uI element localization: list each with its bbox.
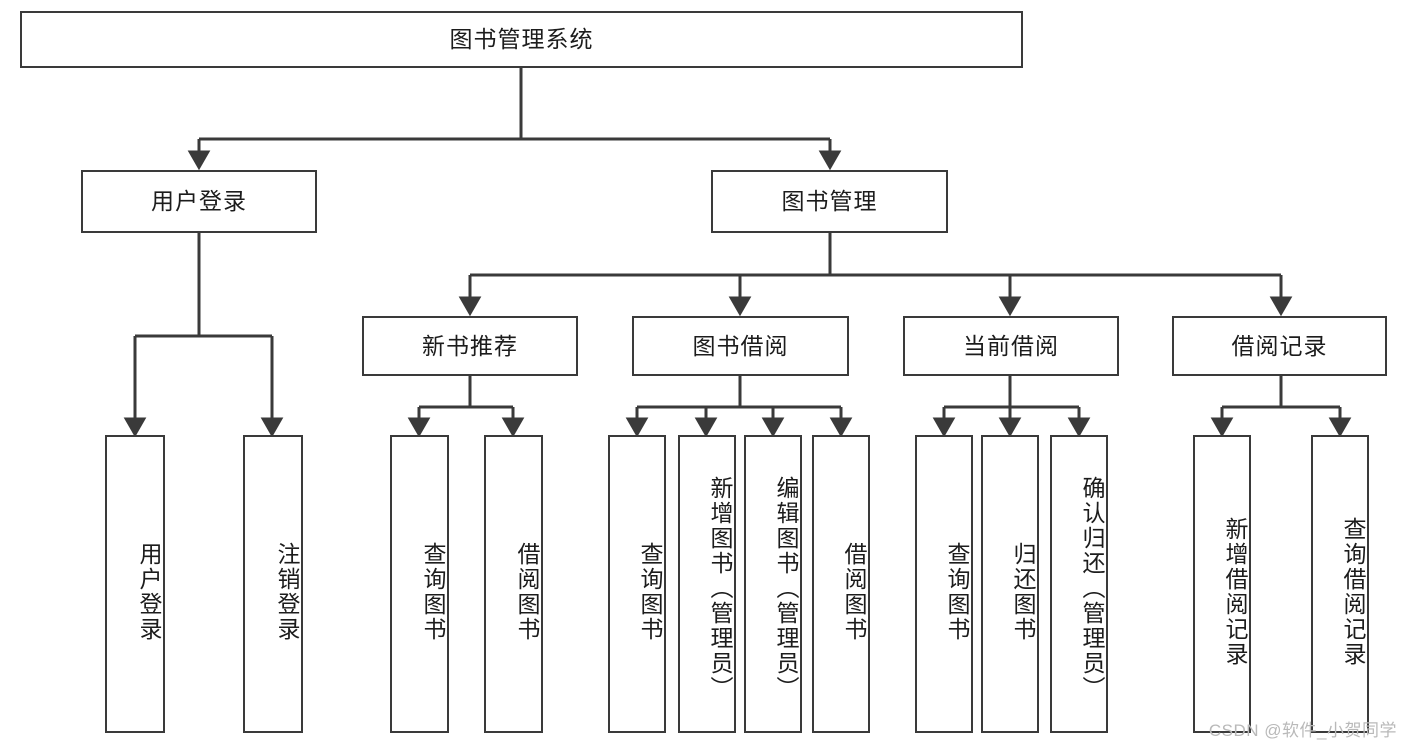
leaf-recommend-borrow-book[interactable]: 借阅图书 [484,435,543,733]
node-label: 借阅图书 [841,542,867,642]
leaf-current-confirm-return-admin[interactable]: 确认归还（管理员） [1050,435,1108,733]
node-label: 注销登录 [274,542,300,642]
node-label: 借阅图书 [514,542,540,642]
node-borrow-record[interactable]: 借阅记录 [1172,316,1387,376]
leaf-borrow-borrow-book[interactable]: 借阅图书 [812,435,870,733]
leaf-user-login-logout[interactable]: 注销登录 [243,435,303,733]
node-book-borrow[interactable]: 图书借阅 [632,316,849,376]
leaf-borrow-edit-book-admin[interactable]: 编辑图书（管理员） [744,435,802,733]
watermark: CSDN @软件_小贺同学 [1208,721,1397,740]
node-label: 编辑图书（管理员） [773,475,799,701]
leaf-user-login-login[interactable]: 用户登录 [105,435,165,733]
node-label: 查询借阅记录 [1340,517,1366,667]
node-label: 图书管理 [781,188,878,215]
node-label: 图书借阅 [692,332,789,359]
leaf-borrow-add-book-admin[interactable]: 新增图书（管理员） [678,435,736,733]
node-root-book-management-system[interactable]: 图书管理系统 [20,11,1023,68]
node-current-borrow[interactable]: 当前借阅 [903,316,1119,376]
node-label: 归还图书 [1010,542,1036,642]
node-label: 用户登录 [136,542,162,642]
node-label: 查询图书 [637,542,663,642]
node-label: 新书推荐 [422,332,518,359]
node-new-book-recommend[interactable]: 新书推荐 [362,316,578,376]
leaf-current-return-book[interactable]: 归还图书 [981,435,1039,733]
node-label: 新增图书（管理员） [707,475,733,701]
node-label: 图书管理系统 [449,26,594,53]
leaf-record-query-record[interactable]: 查询借阅记录 [1311,435,1369,733]
leaf-current-query-book[interactable]: 查询图书 [915,435,973,733]
node-book-management[interactable]: 图书管理 [711,170,948,233]
node-user-login[interactable]: 用户登录 [81,170,317,233]
node-label: 当前借阅 [963,332,1059,359]
node-label: 确认归还（管理员） [1079,475,1105,701]
leaf-record-add-record[interactable]: 新增借阅记录 [1193,435,1251,733]
node-label: 用户登录 [151,188,247,215]
node-label: 新增借阅记录 [1222,517,1248,667]
node-label: 借阅记录 [1231,332,1328,359]
leaf-borrow-query-book[interactable]: 查询图书 [608,435,666,733]
leaf-recommend-query-book[interactable]: 查询图书 [390,435,449,733]
node-label: 查询图书 [420,542,446,642]
node-label: 查询图书 [944,542,970,642]
